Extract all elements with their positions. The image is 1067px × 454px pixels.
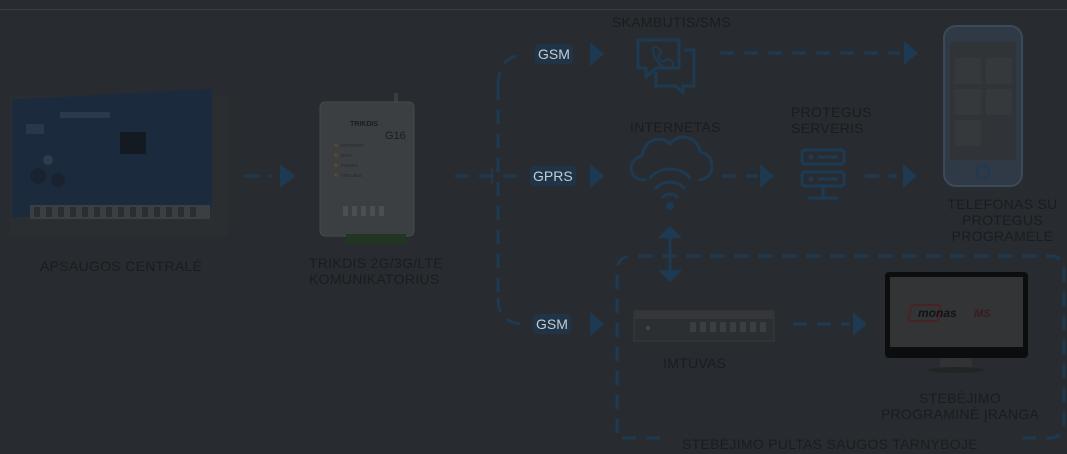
communicator-model: G16 [385,130,406,142]
communicator-device-icon [319,93,415,244]
channel-gsm-top: GSM [535,44,573,64]
monitor-logo-badge: MS [974,308,991,320]
label-skambutis: SKAMBUTIS/SMS [612,14,732,30]
arrow-up-cloud [658,226,682,238]
alarm-panel-icon [10,88,228,236]
label-stebejimo-1: STEBĖJIMO [918,390,1002,406]
receiver-rack-icon [633,310,775,342]
top-divider [0,9,1067,10]
label-internetas: INTERNETAS [630,119,721,135]
arrow-to-phone-top [904,41,918,65]
led-label: DATA [341,153,352,158]
label-trikdis-2: KOMUNIKATORIUS [309,271,440,287]
label-protegus-1: PROTEGUS [791,104,872,120]
label-telefonas-1: TELEFONAS SU [947,196,1058,212]
label-protegus-2: SERVERIS [791,120,864,136]
smartphone-icon [943,25,1023,187]
arrow-gprs [590,164,604,188]
led-label: NETWORK [341,143,364,148]
led-label: POWER [341,163,359,168]
monitor-logo-text: monas [918,306,957,320]
arrow-down-receiver [658,270,682,282]
label-trikdis-1: TRIKDIS 2G/3G/LTE [309,255,443,271]
arrow-to-monitor [853,312,867,336]
arrow-gsm-top [590,42,604,66]
monitoring-station-frame [615,254,1066,440]
led-label: TROUBLE [341,173,362,178]
arrow-gsm-bottom [590,312,604,336]
label-stebejimo-2: PROGRAMINĖ ĮRANGA [880,406,1040,422]
label-telefonas-2: PROTEGUS [962,212,1043,228]
bus-bottom-curve [496,297,526,326]
channel-gprs: GPRS [530,166,576,186]
arrow-to-server [760,164,774,188]
server-icon [800,148,846,200]
bus-top-curve [496,53,526,87]
arrow-to-phone-mid [903,164,917,188]
label-telefonas-3: PROGRAMĖLE [951,228,1054,244]
label-pultas: STEBĖJIMO PULTAS SAUGOS TARNYBOJE [682,436,978,452]
channel-gsm-bottom: GSM [533,314,571,334]
monitor-icon [885,272,1028,373]
communicator-brand: TRIKDIS [350,121,378,128]
cloud-wifi-icon [629,135,714,199]
label-apsaugos: APSAUGOS CENTRALĖ [40,258,203,274]
chat-bubble-icon [636,38,696,95]
label-imtuvas: IMTUVAS [663,355,727,371]
arrow-to-comm [280,164,296,188]
